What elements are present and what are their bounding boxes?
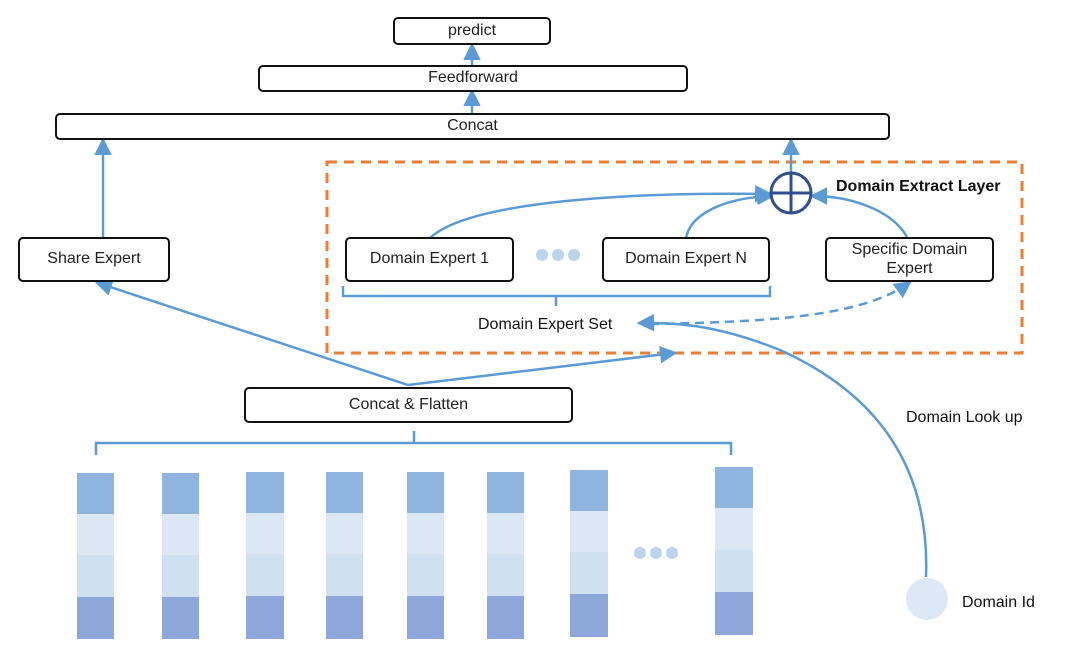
predict-label: predict [447,21,497,39]
domain-lookup-arrow [636,313,928,578]
concat-flatten-label: Concat & Flatten [348,395,469,413]
share-expert-box: Share Expert [18,237,170,282]
predict-box: predict [393,17,551,45]
concat-box: Concat [55,113,890,140]
domain-expert-n-box: Domain Expert N [602,237,770,282]
embedding-column [570,470,608,637]
concat-flatten-box: Concat & Flatten [244,387,573,423]
arrow-specific-expert-to-sum [809,187,909,238]
ellipsis-icon [536,249,580,261]
embedding-bracket [94,431,733,455]
domain-expert-1-box: Domain Expert 1 [345,237,514,282]
domain-extract-layer-label: Domain Extract Layer [836,178,1001,195]
embedding-column [715,467,753,635]
domain-expert-set-bracket [341,286,772,306]
feedforward-label: Feedforward [428,69,518,87]
embedding-column [77,473,114,639]
concat-label: Concat [447,117,498,135]
feedforward-box: Feedforward [258,65,688,92]
embedding-column [246,472,284,639]
domain-expert-n-label: Domain Expert N [625,250,747,268]
embedding-ellipsis-icon [634,547,678,559]
arrow-domain-expert-n-to-sum [684,187,775,239]
embedding-column [487,472,524,639]
domain-expert-set-label: Domain Expert Set [478,316,613,333]
domain-id-circle [906,578,948,620]
specific-domain-expert-box: Specific Domain Expert [825,237,994,282]
embedding-column [407,472,444,639]
domain-expert-1-label: Domain Expert 1 [369,250,490,268]
specific-domain-expert-label: Specific Domain Expert [851,241,968,277]
dashed-arrow-to-specific-expert [649,280,912,326]
sum-node-icon [769,171,813,215]
arrow-domain-expert-1-to-sum [429,185,773,239]
domain-look-up-label: Domain Look up [906,409,1023,426]
domain-id-label: Domain Id [962,594,1035,611]
share-expert-label: Share Expert [47,250,141,268]
embedding-column [162,473,199,639]
embedding-column [326,472,363,639]
arrow-flatten-to-share-expert [94,279,409,387]
arrow-flatten-to-domain-extract [407,345,678,387]
